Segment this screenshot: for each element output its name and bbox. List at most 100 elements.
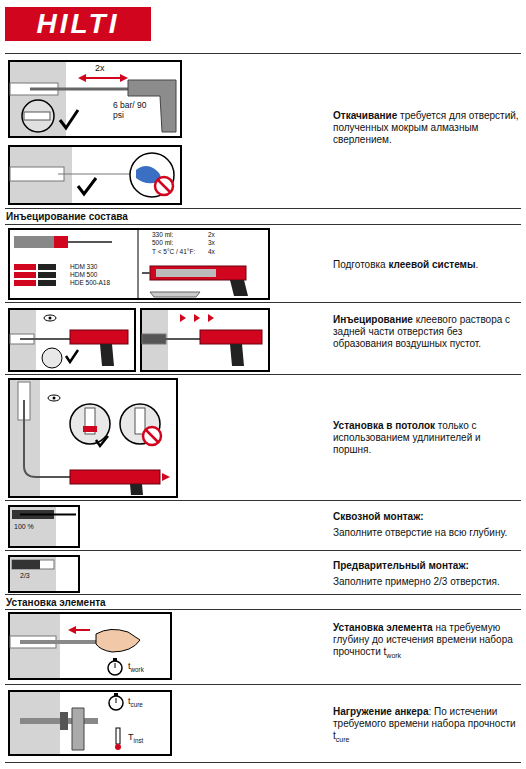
dispenser-preparation-illustration xyxy=(54,236,68,248)
time-label: t xyxy=(128,661,131,671)
volume-label: 330 ml: xyxy=(152,231,173,238)
injection-illustration xyxy=(180,314,186,322)
pre-setting-illustration xyxy=(12,560,40,569)
dispenser-label: HDM 330 xyxy=(70,263,97,271)
fill-label: 100 % xyxy=(14,523,34,531)
rule-lines xyxy=(5,594,521,595)
dispenser-preparation-illustration xyxy=(68,241,112,243)
overhead-illustration xyxy=(135,408,145,434)
pre-setting-illustration xyxy=(12,560,54,569)
dispenser-preparation-illustration xyxy=(14,280,36,286)
element-setting-illustration xyxy=(96,629,140,652)
step-text: Заполните примерно 2/3 отверстия. xyxy=(333,576,521,588)
injection-illustration xyxy=(9,309,135,371)
fill-label: 2/3 xyxy=(20,572,30,580)
fill-label: 100 % xyxy=(14,523,34,530)
loading-illustration xyxy=(9,691,171,755)
pressure-label: 6 bar/ 90 psi xyxy=(113,100,147,120)
dispenser-preparation-illustration xyxy=(230,280,248,296)
step-text: Предварительный монтаж: xyxy=(333,560,521,572)
dispenser-preparation-illustration xyxy=(156,269,216,277)
clean-hole-illustration xyxy=(10,147,72,203)
rule-lines xyxy=(5,302,521,303)
element-setting-illustration xyxy=(68,626,76,634)
step-text: Подготовкаклеевой системы. xyxy=(333,259,521,271)
clean-hole-illustration xyxy=(155,177,173,195)
element-setting-illustration xyxy=(113,658,117,661)
clean-hole-illustration xyxy=(9,146,181,204)
element-setting-illustration xyxy=(115,663,116,668)
rule-lines xyxy=(5,500,521,501)
step-text: Нагружение анкера xyxy=(333,706,429,717)
count-label: 2x xyxy=(208,231,215,238)
overhead-illustration xyxy=(83,426,97,432)
time-label: twork xyxy=(128,661,144,673)
blow-out-illustration xyxy=(9,61,181,137)
rule-lines xyxy=(5,609,521,610)
step-text: Подготовка xyxy=(333,259,386,270)
dispenser-label: HDM 500 xyxy=(70,271,97,278)
rule-lines xyxy=(5,762,521,763)
injection-illustration xyxy=(9,309,269,371)
pre-setting-illustration xyxy=(10,557,56,591)
step-text: Откачиваниетребуется для отверстий, полу… xyxy=(333,110,521,146)
overhead-illustration xyxy=(9,379,177,497)
loading-illustration xyxy=(9,691,171,755)
logo-text: HILTI xyxy=(37,8,120,40)
injection-illustration xyxy=(70,330,128,344)
loading-illustration xyxy=(116,698,117,703)
rule-lines xyxy=(5,54,521,763)
logo-box: HILTI xyxy=(5,7,151,41)
count-label: 3x xyxy=(208,239,215,247)
dispenser-preparation-illustration xyxy=(14,236,54,248)
loading-illustration xyxy=(20,718,98,724)
loading-illustration xyxy=(72,708,84,750)
dispenser-label: HDM 500 xyxy=(70,271,97,279)
element-setting-illustration xyxy=(108,661,122,675)
step-text: Установка в потолок xyxy=(333,420,435,431)
step-text: Установка в потолоктолько с использовани… xyxy=(333,420,521,456)
injection-illustration xyxy=(44,315,56,321)
rule-lines xyxy=(5,684,521,685)
blow-out-illustration xyxy=(9,61,181,137)
blow-out-illustration xyxy=(78,74,86,82)
loading-illustration xyxy=(115,744,121,750)
temperature-label: T xyxy=(128,732,134,742)
time-label: t xyxy=(128,696,131,706)
injection-illustration xyxy=(160,338,200,340)
dispenser-label: HDE 500-A18 xyxy=(70,279,110,286)
step-text: Установка элементана требуемую глубину д… xyxy=(333,622,521,660)
step-text: Инъецирование xyxy=(333,314,413,325)
section-heading: Инъецирование состава xyxy=(6,211,128,223)
step-text: Откачивание xyxy=(333,110,397,121)
clean-hole-illustration xyxy=(58,174,130,175)
temperature-label: T < 5°C / 41°F: xyxy=(152,248,195,255)
section-heading: Установка элемента xyxy=(6,597,106,609)
dispenser-preparation-illustration xyxy=(9,229,269,299)
element-setting-illustration xyxy=(20,640,104,644)
element-setting-illustration xyxy=(9,613,171,679)
loading-illustration xyxy=(60,712,68,730)
time-label: tcure xyxy=(128,696,143,708)
injection-illustration xyxy=(141,309,269,371)
volume-label: 500 ml: xyxy=(152,239,173,247)
overhead-illustration xyxy=(70,404,110,444)
count-label: 4x xyxy=(208,248,215,256)
overhead-illustration xyxy=(48,395,60,401)
dispenser-preparation-illustration xyxy=(38,264,56,270)
temperature-label: Tinst xyxy=(128,732,143,744)
count-label: 2x xyxy=(95,63,105,74)
pre-setting-illustration xyxy=(9,556,79,592)
dispenser-preparation-illustration xyxy=(14,264,36,270)
overhead-illustration xyxy=(130,484,143,495)
step-text: Установка элемента xyxy=(333,622,433,633)
count-label: 2x xyxy=(95,63,105,73)
rule-lines xyxy=(5,224,521,225)
step-text: Нагружение анкера: По истечении требуемо… xyxy=(333,706,521,744)
overhead-illustration xyxy=(96,436,108,446)
injection-illustration xyxy=(66,350,78,362)
through-setting-illustration xyxy=(9,506,79,547)
through-setting-illustration xyxy=(10,507,56,546)
injection-illustration xyxy=(100,344,114,366)
